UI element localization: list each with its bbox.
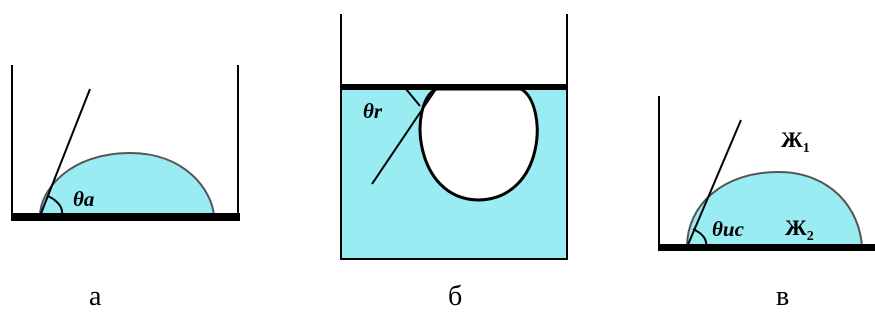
panel-c-liquid2-letter: Ж — [785, 215, 807, 240]
panel-c-liquid1-subscript: 1 — [803, 141, 810, 156]
panel-b: θr б — [340, 14, 568, 312]
panel-a-angle-label: θa — [73, 187, 94, 211]
panel-b-container — [340, 14, 568, 260]
panel-c: θис Ж1 Ж2 в — [658, 96, 875, 312]
panel-c-substrate — [658, 244, 875, 251]
panel-a: θa а — [11, 65, 240, 312]
panel-c-angle-label: θис — [712, 217, 745, 241]
panel-b-caption: б — [448, 281, 462, 312]
panel-c-droplet — [685, 170, 864, 248]
panel-b-top-plate — [340, 84, 568, 90]
panel-c-angle-arc — [692, 228, 708, 248]
panel-c-caption: в — [776, 281, 789, 312]
panel-a-angle-arc — [47, 195, 64, 217]
panel-b-tangent-line — [371, 88, 437, 185]
panel-a-droplet — [38, 151, 216, 217]
panel-a-tangent-line — [39, 88, 91, 217]
panel-b-angle-tick — [405, 88, 421, 107]
panel-a-substrate — [11, 213, 240, 221]
panel-c-tangent-line — [686, 119, 742, 248]
panel-c-liquid1-letter: Ж — [781, 127, 803, 152]
panel-a-caption: а — [89, 281, 102, 312]
panel-c-liquid1-label: Ж1 — [781, 127, 810, 156]
panel-b-bubble — [418, 87, 539, 202]
panel-b-angle-label: θr — [363, 99, 383, 123]
panel-c-liquid2-label: Ж2 — [785, 215, 814, 244]
panel-c-liquid2-subscript: 2 — [807, 229, 814, 244]
